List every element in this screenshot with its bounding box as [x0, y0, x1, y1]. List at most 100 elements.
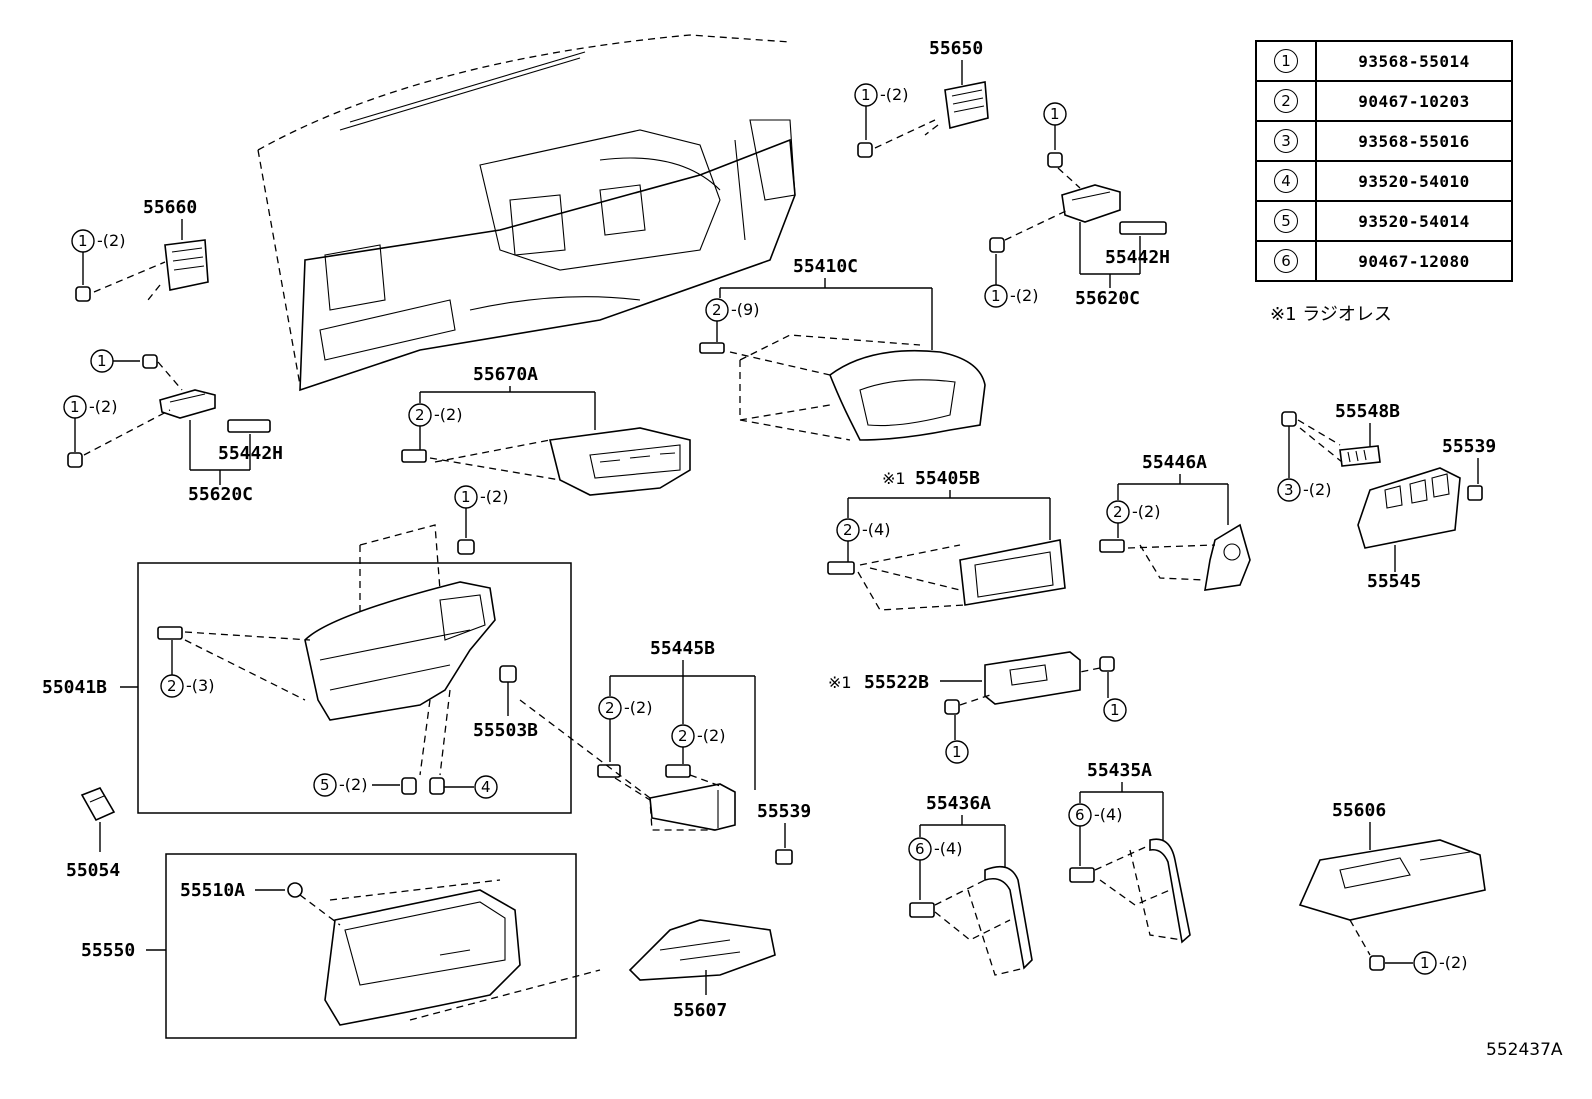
callout-13: 2 -(3) — [160, 674, 214, 698]
screw-icon — [75, 286, 91, 302]
clip-icon — [401, 777, 417, 795]
svg-text:2: 2 — [415, 406, 425, 424]
svg-text:2: 2 — [843, 521, 853, 539]
legend-symbol: 4 — [1255, 160, 1317, 202]
screw-icon — [989, 237, 1005, 253]
module-55522B-drawing — [984, 651, 1081, 705]
sensor-55054-drawing — [80, 787, 116, 822]
legend-number: 2 — [1274, 89, 1298, 113]
clip-icon — [157, 626, 183, 640]
legend-symbol: 6 — [1255, 240, 1317, 282]
svg-text:2: 2 — [167, 677, 177, 695]
vent-55650-drawing — [944, 81, 989, 130]
legend-part-code: 93568-55014 — [1315, 40, 1513, 82]
clip-icon — [909, 902, 935, 918]
assembly-box-55041B — [137, 562, 572, 814]
part-label-55548B: 55548B — [1335, 401, 1400, 422]
lower-panel-55041B-drawing — [304, 581, 496, 721]
callout-18: 1 — [1103, 698, 1127, 722]
svg-text:-(2): -(2) — [480, 487, 508, 506]
svg-text:-(2): -(2) — [434, 405, 462, 424]
callout-11: 2 -(2) — [1106, 500, 1160, 524]
legend-number: 1 — [1274, 49, 1298, 73]
callout-8: 2 -(2) — [408, 403, 462, 427]
screw-icon — [142, 354, 158, 369]
svg-text:1: 1 — [1420, 954, 1430, 972]
callout-6: 1 — [1043, 102, 1067, 126]
part-label-55650: 55650 — [929, 38, 983, 59]
bracket-55445B-drawing — [649, 783, 736, 831]
screw-icon — [1047, 152, 1063, 168]
part-label-55410C: 55410C — [793, 256, 858, 277]
clip-icon — [665, 764, 691, 778]
part-label-55445B: 55445B — [650, 638, 715, 659]
part-label-55660: 55660 — [143, 197, 197, 218]
callout-12: 3 -(2) — [1277, 478, 1331, 502]
svg-text:-(4): -(4) — [1094, 805, 1122, 824]
svg-text:5: 5 — [320, 776, 330, 794]
assembly-box-55550 — [165, 853, 577, 1039]
svg-text:1: 1 — [461, 488, 471, 506]
svg-text:1: 1 — [991, 287, 1001, 305]
part-label-55054: 55054 — [66, 860, 120, 881]
clip-55503B-drawing — [499, 665, 517, 683]
radioless-mark-2: ※1 — [828, 673, 852, 692]
callout-4: 1 -(2) — [63, 395, 117, 419]
callout-17: 2 -(2) — [671, 724, 725, 748]
legend-part-code: 93520-54010 — [1315, 160, 1513, 202]
svg-text:-(2): -(2) — [697, 726, 725, 745]
callout-16: 2 -(2) — [598, 696, 652, 720]
legend-part-code: 90467-12080 — [1315, 240, 1513, 282]
pillar-trim-55436A-drawing — [984, 865, 1033, 970]
part-label-55620C-left: 55620C — [188, 484, 253, 505]
svg-text:-(2): -(2) — [97, 231, 125, 250]
svg-text:-(2): -(2) — [1132, 502, 1160, 521]
legend-row: 4 93520-54010 — [1255, 160, 1513, 202]
bracket-55620C-left-drawing — [159, 389, 216, 419]
part-label-55405B: 55405B — [915, 468, 980, 489]
part-label-55545: 55545 — [1367, 571, 1421, 592]
lower-panel-55545-drawing — [1357, 467, 1461, 549]
svg-text:1: 1 — [952, 743, 962, 761]
screw-icon — [457, 539, 475, 555]
illustration-reference-code: 552437A — [1486, 1040, 1563, 1060]
stopper-55510A-drawing — [287, 882, 303, 898]
legend-row: 1 93568-55014 — [1255, 40, 1513, 82]
svg-text:-(4): -(4) — [862, 520, 890, 539]
svg-text:-(2): -(2) — [1010, 286, 1038, 305]
callout-20: 6 -(4) — [908, 837, 962, 861]
legend-number: 4 — [1274, 169, 1298, 193]
clip-icon — [827, 561, 855, 575]
legend-symbol: 3 — [1255, 120, 1317, 162]
svg-text:-(2): -(2) — [339, 775, 367, 794]
svg-text:4: 4 — [481, 778, 491, 796]
svg-text:-(4): -(4) — [934, 839, 962, 858]
svg-text:-(2): -(2) — [1303, 480, 1331, 499]
clip-icon — [597, 764, 621, 778]
svg-text:6: 6 — [1075, 806, 1085, 824]
switch-55548B-drawing — [1339, 445, 1381, 467]
screw-icon — [67, 452, 83, 468]
part-label-55539-mid: 55539 — [757, 801, 811, 822]
meter-hood-55410C-drawing — [829, 349, 986, 441]
legend-part-code: 93520-54014 — [1315, 200, 1513, 242]
svg-text:1: 1 — [70, 398, 80, 416]
part-label-55522B: 55522B — [864, 672, 929, 693]
legend-number: 5 — [1274, 209, 1298, 233]
part-label-55670A: 55670A — [473, 364, 538, 385]
legend-part-code: 93568-55016 — [1315, 120, 1513, 162]
legend-symbol: 2 — [1255, 80, 1317, 122]
svg-text:1: 1 — [97, 352, 107, 370]
callout-21: 6 -(4) — [1068, 803, 1122, 827]
legend-symbol: 1 — [1255, 40, 1317, 82]
svg-text:-(2): -(2) — [880, 85, 908, 104]
vent-55660-drawing — [164, 239, 209, 291]
clip-icon — [429, 777, 445, 795]
callout-10: 2 -(4) — [836, 518, 890, 542]
screw-icon — [857, 142, 873, 158]
